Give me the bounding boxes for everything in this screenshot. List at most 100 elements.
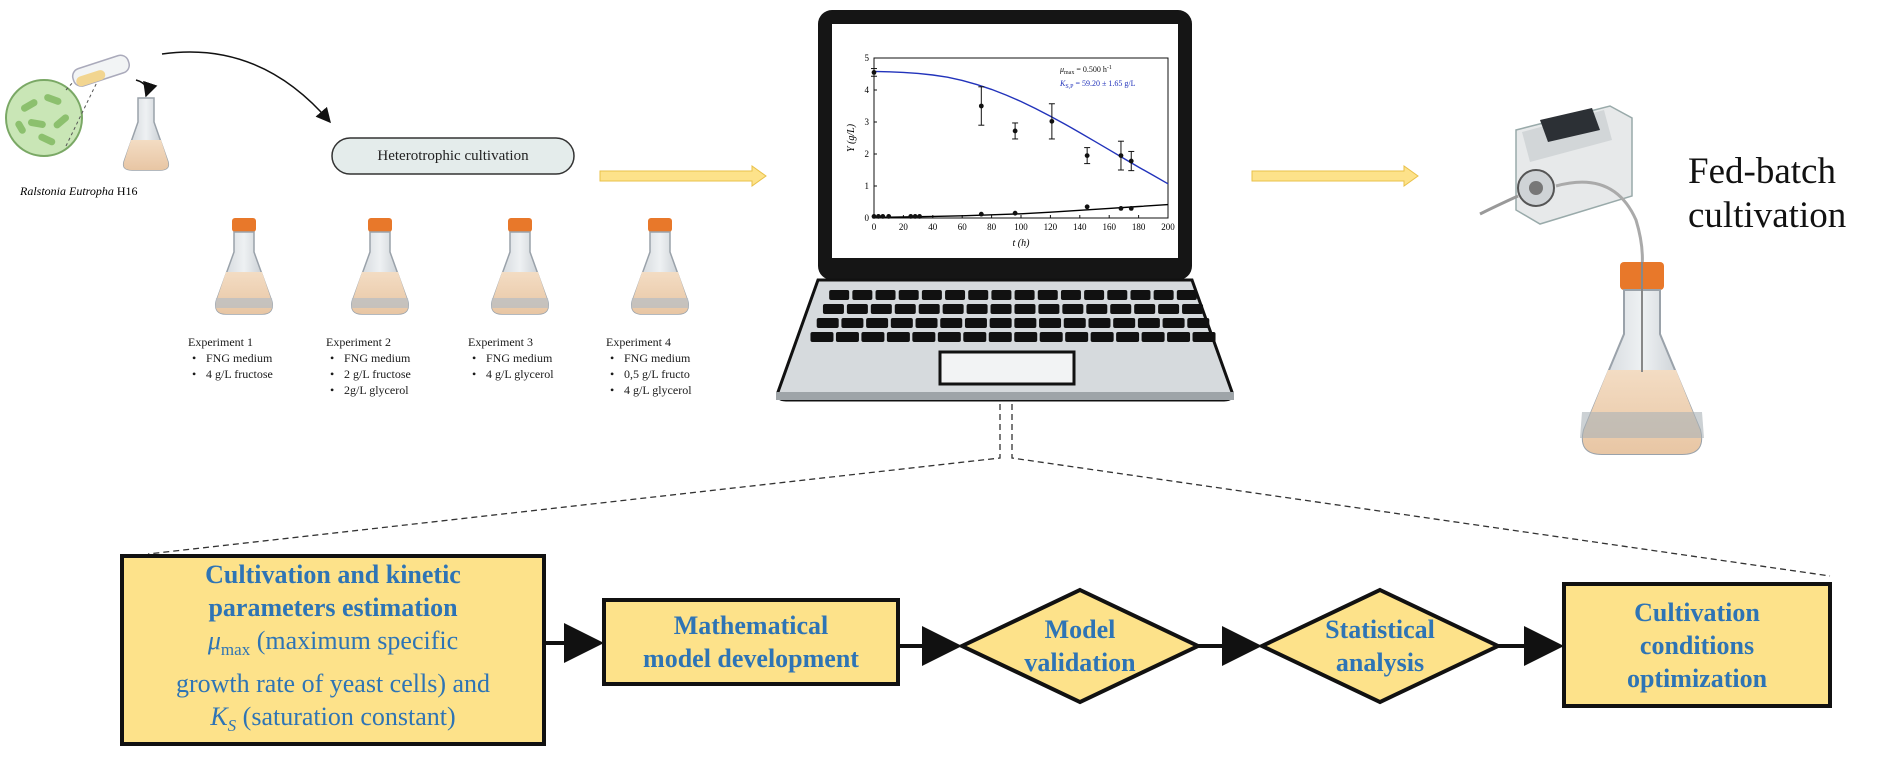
- heterotrophic-label: Heterotrophic cultivation: [377, 147, 529, 164]
- curved-arrow: [161, 51, 331, 124]
- keyboard-key: [846, 304, 868, 314]
- fed-batch-line2: cultivation: [1688, 195, 1847, 236]
- optimization-box: [1562, 582, 1832, 708]
- experiment-title: Experiment 4: [606, 335, 671, 349]
- organism-label: Ralstonia Eutropha H16: [20, 184, 138, 199]
- box1-line4: growth rate of yeast cells) and: [175, 668, 491, 698]
- keyboard-key: [991, 290, 1012, 300]
- data-point: [1118, 206, 1124, 211]
- keyboard-key: [990, 304, 1012, 314]
- x-tick-label: 0: [872, 222, 877, 232]
- keyboard-key: [861, 332, 885, 342]
- y-tick-label: 0: [865, 213, 870, 223]
- box1-line3: μmax (maximum specific: [207, 626, 459, 660]
- x-tick-label: 40: [928, 222, 938, 232]
- experiment-item: 4 g/L fructose: [192, 366, 328, 382]
- data-point: [871, 214, 877, 219]
- data-point: [1128, 158, 1134, 164]
- keyboard-key: [918, 304, 940, 314]
- keyboard-key: [1116, 332, 1140, 342]
- experiment-title: Experiment 2: [326, 335, 391, 349]
- keyboard-key: [866, 318, 889, 328]
- keyboard-key: [1113, 318, 1136, 328]
- experiment-1: Experiment 1FNG medium4 g/L fructose: [188, 334, 328, 382]
- dashed-connector: [65, 75, 101, 147]
- flowchart: [120, 554, 1832, 746]
- keyboard-key: [1038, 304, 1060, 314]
- keyboard-key: [966, 304, 988, 314]
- peristaltic-pump-icon: [1479, 105, 1644, 269]
- fed-batch-label: Fed-batch cultivation: [1688, 150, 1846, 238]
- keyboard-key: [1014, 332, 1038, 342]
- experiment-item: FNG medium: [192, 350, 328, 366]
- data-point: [886, 214, 892, 219]
- keyboard-key: [829, 290, 850, 300]
- data-point: [1084, 153, 1090, 159]
- x-tick-label: 80: [987, 222, 997, 232]
- model-development-box: [602, 598, 900, 686]
- box1-line2: parameters estimation: [208, 593, 458, 623]
- bacteria-petri-dish-icon: [5, 79, 83, 157]
- keyboard-key: [1039, 318, 1062, 328]
- flask-icon: [630, 218, 690, 315]
- data-point: [1128, 206, 1134, 211]
- data-point: [908, 214, 914, 219]
- keyboard-key: [1014, 318, 1037, 328]
- keyboard-key: [1014, 304, 1036, 314]
- data-point: [1084, 204, 1090, 210]
- keyboard-key: [937, 332, 961, 342]
- keyboard-key: [912, 332, 936, 342]
- keyboard-key: [1158, 304, 1180, 314]
- keyboard-key: [945, 290, 966, 300]
- keyboard-key: [1039, 332, 1063, 342]
- keyboard-key: [1176, 290, 1197, 300]
- y-tick-label: 3: [865, 117, 870, 127]
- y-tick-label: 2: [865, 149, 870, 159]
- keyboard-key: [1187, 318, 1210, 328]
- keyboard-key: [890, 318, 913, 328]
- x-axis-label: t (h): [1013, 238, 1031, 249]
- keyboard-key: [1063, 318, 1086, 328]
- small-flask-icon: [122, 97, 170, 171]
- keyboard-key: [1182, 304, 1204, 314]
- experiment-2: Experiment 2FNG medium2 g/L fructose2g/L…: [326, 334, 466, 398]
- experiment-item: 4 g/L glycerol: [472, 366, 608, 382]
- data-point: [917, 214, 922, 219]
- keyboard-key: [1065, 332, 1089, 342]
- x-tick-label: 140: [1073, 222, 1087, 232]
- experiment-item: FNG medium: [330, 350, 466, 366]
- kinetic-estimation-box: [120, 554, 546, 746]
- organism-name: Ralstonia Eutropha: [20, 184, 114, 198]
- box1-line5: KS (saturation constant): [210, 701, 456, 735]
- keyboard-key: [1162, 318, 1185, 328]
- keyboard-key: [894, 304, 916, 314]
- experiment-item: 2g/L glycerol: [330, 382, 466, 398]
- keyboard-key: [964, 318, 987, 328]
- data-point: [912, 214, 918, 219]
- keyboard-key: [1134, 304, 1156, 314]
- yellow-arrow: [599, 165, 767, 187]
- box1-line1: Cultivation and kinetic: [205, 560, 461, 590]
- keyboard-key: [1167, 332, 1191, 342]
- keyboard-key: [1130, 290, 1151, 300]
- x-tick-label: 20: [899, 222, 909, 232]
- keyboard-key: [921, 290, 942, 300]
- data-point: [880, 214, 886, 219]
- large-flask-icon: [1580, 262, 1704, 455]
- optimization-text: Cultivation conditions optimization: [1626, 597, 1768, 693]
- keyboard-key: [1014, 290, 1035, 300]
- keyboard-key: [835, 332, 859, 342]
- keyboard-key: [870, 304, 892, 314]
- experiment-3: Experiment 3FNG medium4 g/L glycerol: [468, 334, 608, 382]
- experiment-item: FNG medium: [610, 350, 746, 366]
- y-tick-label: 5: [865, 53, 870, 63]
- yellow-arrow: [1251, 165, 1419, 187]
- heterotrophic-pill: [331, 137, 575, 175]
- keyboard-key: [1153, 290, 1174, 300]
- data-point: [876, 214, 881, 219]
- experiment-title: Experiment 1: [188, 335, 253, 349]
- pour-arrow: [135, 79, 158, 98]
- organism-strain: H16: [116, 184, 138, 198]
